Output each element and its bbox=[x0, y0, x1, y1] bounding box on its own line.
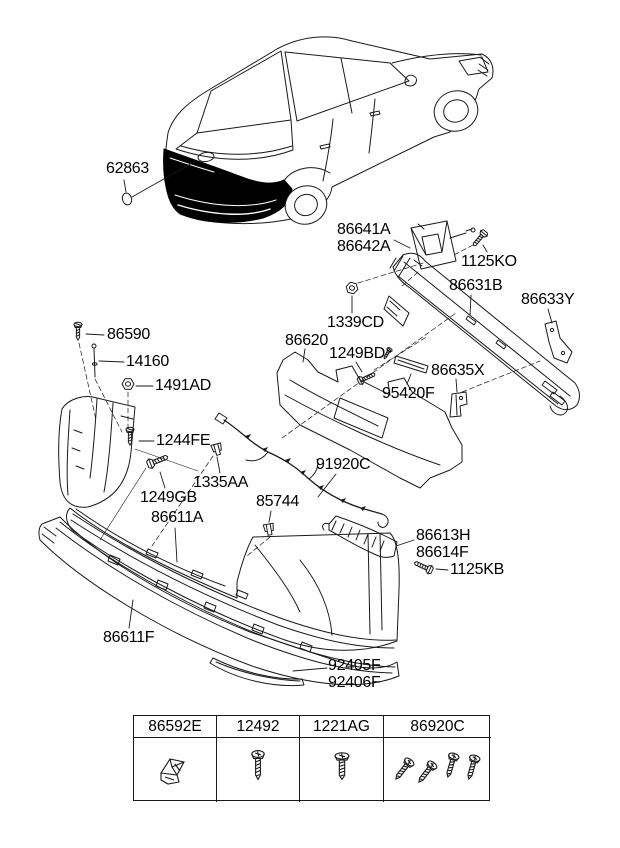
hardware-col-header: 1221AG bbox=[313, 717, 370, 735]
beam-side-bracket-drawing bbox=[545, 321, 572, 363]
screw-icon-86590 bbox=[73, 321, 83, 341]
small-mount-bracket-drawing bbox=[450, 392, 467, 417]
nut-icon-1339CD bbox=[344, 280, 360, 296]
car-illustration bbox=[164, 37, 493, 230]
rear-window bbox=[197, 51, 291, 133]
callout-1335AA: 1335AA bbox=[193, 474, 249, 491]
callout-1249GB: 1249GB bbox=[140, 489, 197, 506]
callout-91920C: 91920C bbox=[316, 456, 371, 473]
callout-86641A: 86641A bbox=[337, 221, 391, 238]
hardware-table: 86592E 12492 1221AG 86920C bbox=[133, 715, 491, 802]
callout-1491AD: 1491AD bbox=[155, 377, 212, 394]
nut-icon-1491AD bbox=[121, 378, 135, 390]
brand-badge bbox=[197, 151, 214, 162]
tapping-screw-icon bbox=[251, 750, 265, 781]
lower-trim-strip-drawing bbox=[210, 658, 304, 686]
callout-86590: 86590 bbox=[107, 326, 150, 343]
fastener-glyphs bbox=[73, 228, 490, 576]
callout-1244FE: 1244FE bbox=[156, 432, 211, 449]
hardware-cell-1221AG bbox=[300, 738, 384, 802]
insertion-lines bbox=[100, 449, 198, 540]
hardware-cell-86920C bbox=[384, 738, 491, 802]
callout-95420F: 95420F bbox=[382, 385, 435, 402]
clip-icon-1335AA bbox=[210, 442, 224, 457]
hardware-cell-86592E bbox=[134, 738, 217, 802]
callout-86642A: 86642A bbox=[337, 238, 391, 255]
wiring-harness-drawing bbox=[215, 413, 388, 527]
side-mirror bbox=[405, 75, 416, 86]
rear-wheel bbox=[280, 180, 332, 230]
bolt-icon-1249GB bbox=[145, 451, 171, 470]
callout-14160: 14160 bbox=[126, 353, 169, 370]
bumper-beam-drawing bbox=[384, 253, 579, 415]
callout-1125KB: 1125KB bbox=[450, 561, 504, 578]
pin-icon-14160 bbox=[92, 344, 97, 377]
leader-lines bbox=[86, 163, 552, 671]
stay-bracket-drawing bbox=[394, 356, 428, 373]
rear-bumper-highlight bbox=[164, 149, 292, 222]
callout-62863: 62863 bbox=[106, 160, 149, 177]
callout-86633Y: 86633Y bbox=[521, 291, 575, 308]
callout-1125KO: 1125KO bbox=[461, 253, 517, 270]
door-handles bbox=[320, 111, 380, 149]
tapping-screw-icon bbox=[333, 752, 350, 781]
callout-1339CD: 1339CD bbox=[327, 314, 384, 331]
side-rail-bracket-drawing bbox=[323, 516, 397, 557]
callout-85744: 85744 bbox=[256, 493, 299, 510]
callout-86620: 86620 bbox=[285, 332, 328, 349]
callout-92405F: 92405F bbox=[328, 657, 381, 674]
headlamp bbox=[459, 57, 488, 75]
bumper-lower-cover-drawing bbox=[39, 517, 399, 685]
callout-86635X: 86635X bbox=[431, 362, 485, 379]
energy-absorber-drawing bbox=[277, 352, 462, 488]
hardware-col-header: 86592E bbox=[148, 717, 202, 735]
side-windows bbox=[285, 52, 409, 121]
callout-92406F: 92406F bbox=[328, 674, 381, 691]
callout-1249BD: 1249BD bbox=[329, 345, 386, 362]
callout-86614F: 86614F bbox=[416, 544, 469, 561]
hardware-cell-12492 bbox=[217, 738, 300, 802]
hole-plug-drawing bbox=[121, 192, 133, 206]
callout-86611A: 86611A bbox=[151, 509, 204, 526]
assembly-guide-lines bbox=[79, 245, 540, 556]
callout-86611F: 86611F bbox=[103, 629, 155, 646]
tapping-screws-x4-icon bbox=[390, 751, 481, 786]
mount-bracket-drawing bbox=[411, 221, 475, 269]
bumper-side-piece-drawing bbox=[59, 397, 135, 508]
grommet-clip-icon bbox=[153, 747, 197, 793]
callout-86613H: 86613H bbox=[416, 527, 471, 544]
hardware-col-header: 86920C bbox=[410, 717, 465, 735]
callout-86631B: 86631B bbox=[449, 277, 503, 294]
clip-icon-85744 bbox=[262, 522, 276, 537]
hardware-col-header: 12492 bbox=[236, 717, 280, 735]
bumper-upper-cover-drawing bbox=[67, 508, 400, 650]
front-wheel bbox=[428, 85, 483, 138]
